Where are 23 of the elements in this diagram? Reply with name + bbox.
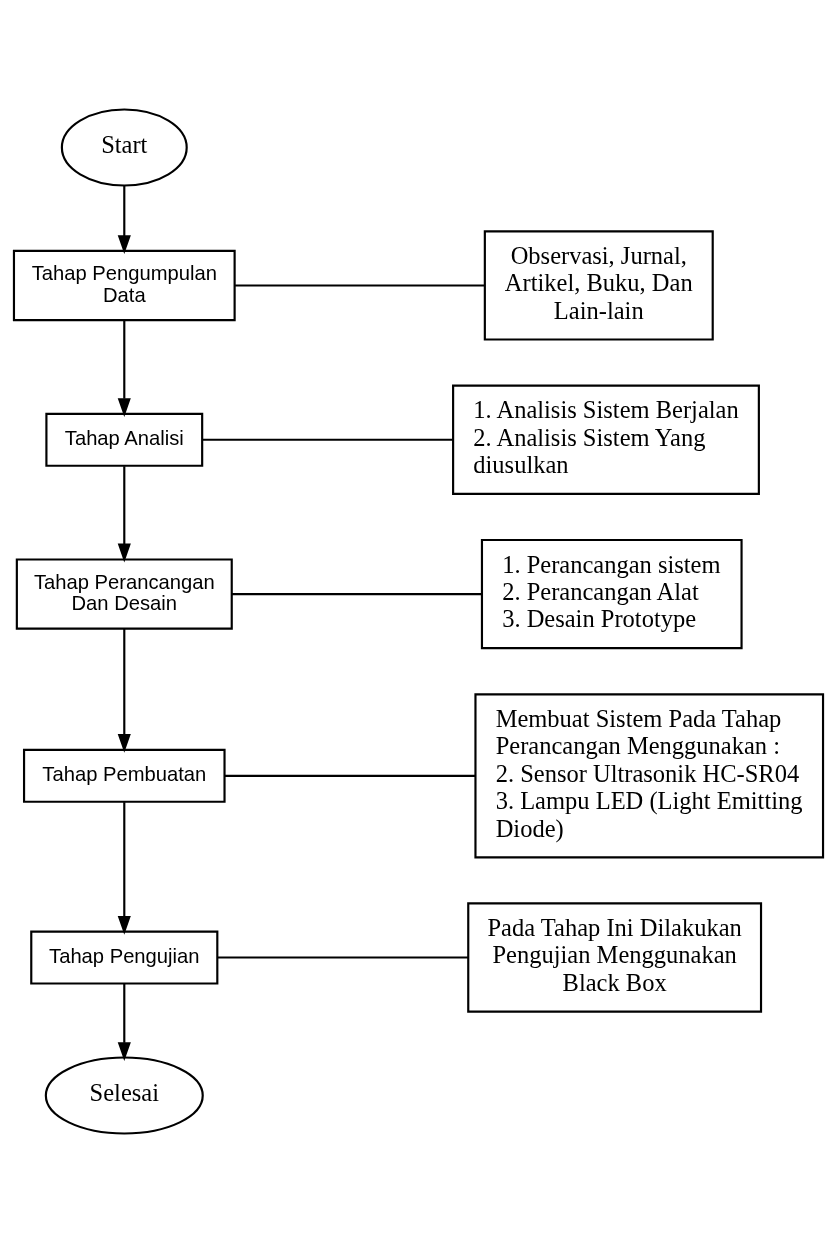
arrow	[117, 320, 131, 417]
node-box: Pada Tahap Ini Dilakukan Pengujian Menggunakan Black Box	[467, 902, 763, 1013]
node-box: Tahap Pembuatan	[22, 748, 226, 803]
node-box: Tahap Pengumpulan Data	[12, 249, 236, 322]
connector	[202, 438, 454, 441]
arrow	[117, 983, 131, 1061]
node-box: 1. Analisis Sistem Berjalan 2. Analisis Sistem Yang diusulkan	[452, 384, 760, 495]
node-box: Tahap Perancangan Dan Desain	[15, 558, 233, 630]
arrow	[117, 185, 131, 255]
connector	[224, 774, 476, 777]
arrow	[117, 802, 131, 935]
arrow	[117, 466, 131, 563]
node-ellipse: Start	[60, 108, 188, 187]
node-box: Tahap Pengujian	[30, 930, 219, 985]
node-box: Observasi, Jurnal, Artikel, Buku, Dan Lain-lain	[483, 230, 714, 341]
arrow	[117, 628, 131, 753]
node-box: Membuat Sistem Pada Tahap Perancangan Menggunakan : 2. Sensor Ultrasonik HC-SR04 3. Lampu LED (Light Emitting Diode)	[474, 693, 825, 859]
connector	[235, 284, 485, 287]
node-ellipse: Selesai	[44, 1056, 204, 1135]
node-box: 1. Perancangan sistem 2. Perancangan Alat 3. Desain Prototype	[480, 538, 743, 650]
node-box: Tahap Analisi	[45, 412, 204, 467]
connector	[217, 956, 469, 959]
connector	[231, 593, 482, 596]
